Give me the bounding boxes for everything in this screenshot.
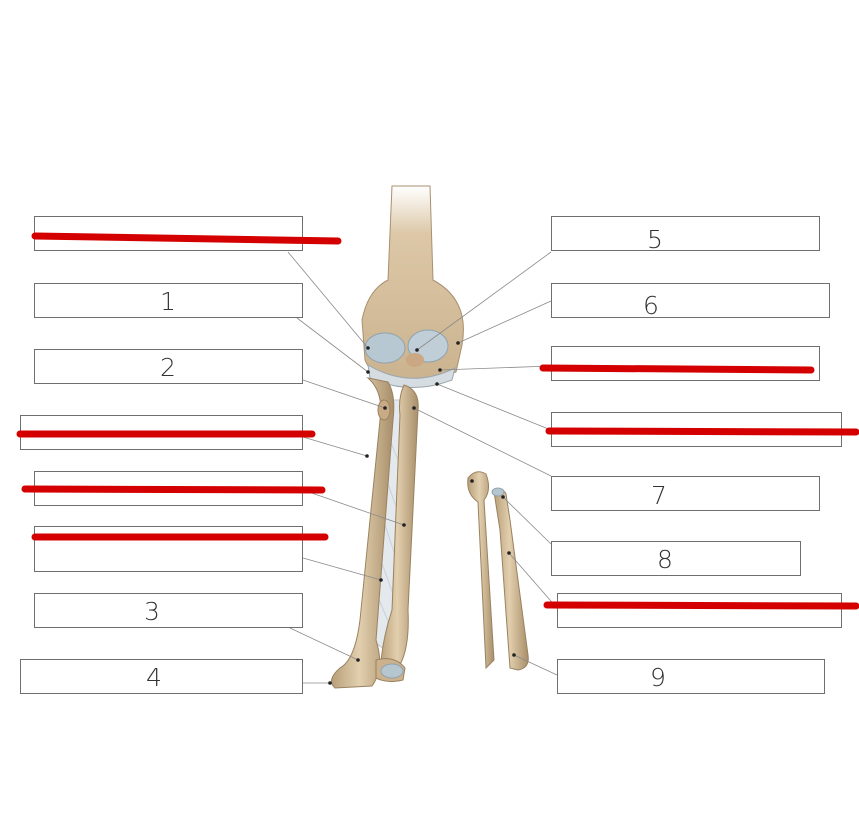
label-box-4[interactable] <box>20 659 303 694</box>
label-box-right-3[interactable] <box>551 346 820 381</box>
redaction-line <box>545 427 859 436</box>
label-number-4: 4 <box>146 663 163 692</box>
small-ulna <box>467 471 495 670</box>
label-box-5[interactable] <box>551 216 820 251</box>
ulna <box>330 377 395 689</box>
label-box-3[interactable] <box>34 593 303 628</box>
label-box-1[interactable] <box>34 283 303 318</box>
redaction-line <box>543 601 859 610</box>
label-number-9: 9 <box>650 663 667 692</box>
ulnar-head-cartilage <box>380 663 404 679</box>
label-number-6: 6 <box>643 291 660 320</box>
label-box-right-7[interactable] <box>557 593 842 628</box>
radial-tuberosity <box>377 399 391 421</box>
label-number-7: 7 <box>651 481 668 510</box>
olecranon-tip <box>406 353 424 367</box>
label-box-8[interactable] <box>551 541 801 576</box>
redaction-line <box>21 485 326 494</box>
small-radius-head-cartilage <box>491 487 505 497</box>
trochlea-cartilage <box>364 332 406 364</box>
label-box-7[interactable] <box>551 476 820 511</box>
label-box-6[interactable] <box>551 283 830 318</box>
label-box-9[interactable] <box>557 659 825 694</box>
label-number-3: 3 <box>144 597 161 626</box>
leader-lines <box>287 251 558 684</box>
redaction-line <box>31 232 342 245</box>
label-number-2: 2 <box>160 353 177 382</box>
redaction-line <box>539 364 815 374</box>
leader-dots <box>328 341 516 685</box>
label-number-5: 5 <box>647 225 664 254</box>
label-box-2[interactable] <box>34 349 303 384</box>
label-number-1: 1 <box>160 287 177 316</box>
label-number-8: 8 <box>657 545 674 574</box>
